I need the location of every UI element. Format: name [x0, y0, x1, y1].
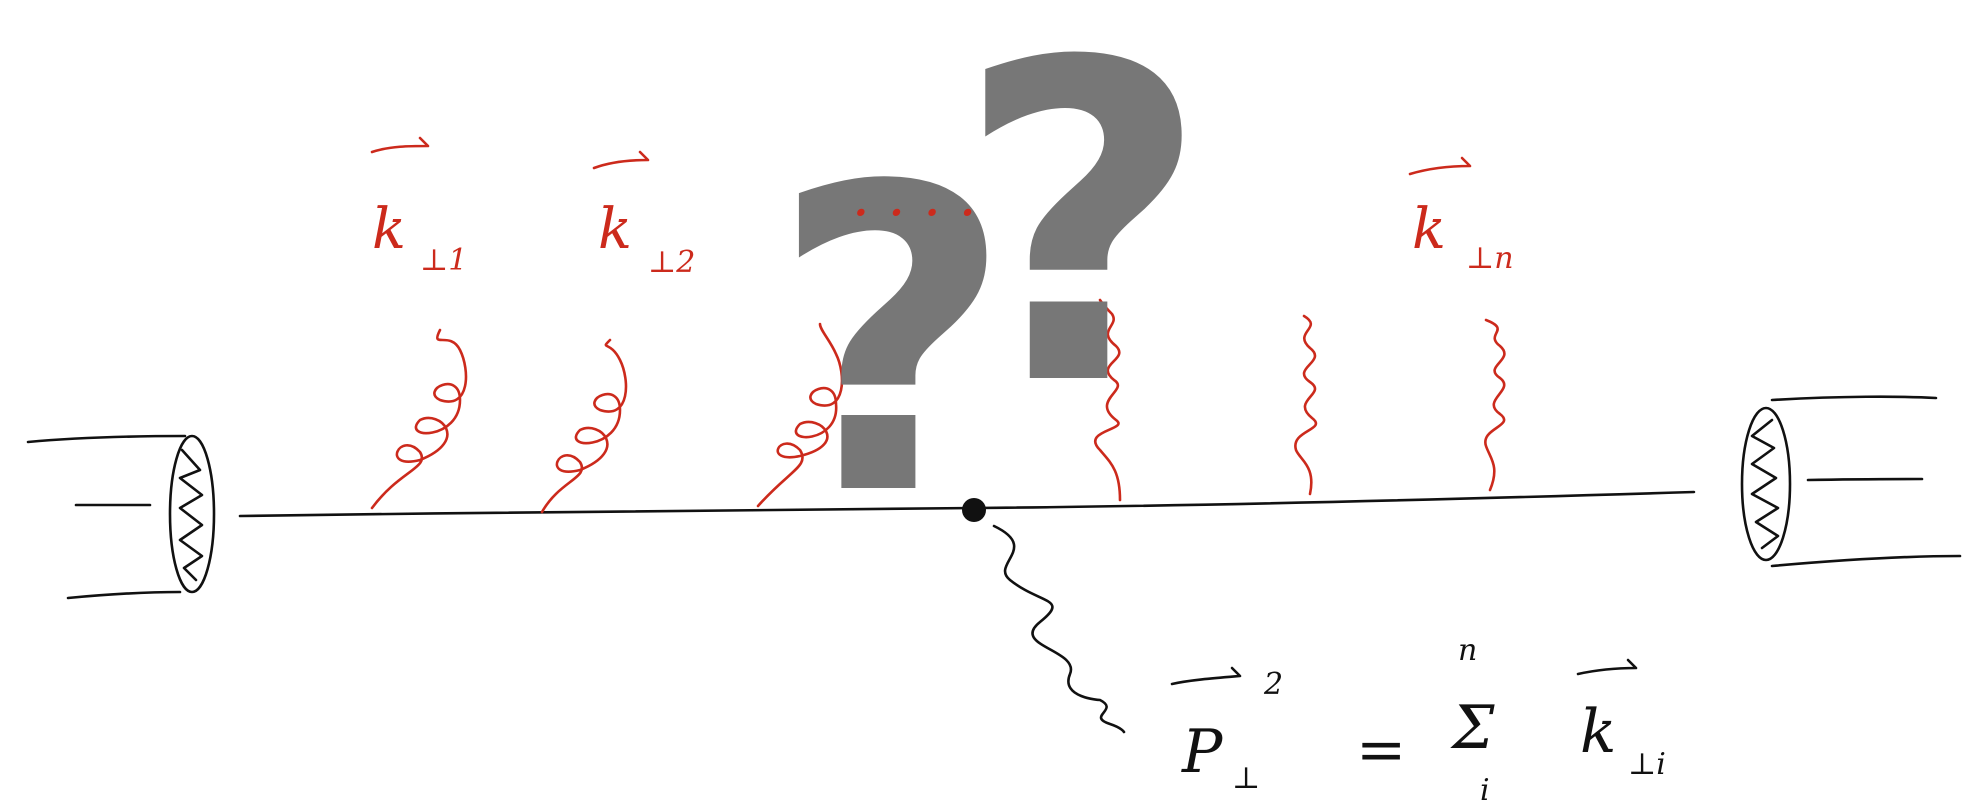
- vector-arrow-k-i: [1576, 658, 1638, 676]
- left-incoming-line-top: [26, 434, 187, 444]
- photon-vertex: [962, 498, 986, 522]
- question-mark-2: ?: [955, 0, 1210, 482]
- gluon-5: [1294, 314, 1318, 496]
- right-hadron-hatching: [1750, 418, 1780, 550]
- gluon-6: [1484, 318, 1506, 492]
- formula-lhs-main: P: [1181, 717, 1224, 787]
- label-k1-main: k: [372, 197, 406, 262]
- formula-equals: =: [1356, 715, 1406, 785]
- left-hadron: [26, 434, 216, 600]
- label-k1-sub: ⊥1: [420, 243, 467, 278]
- question-mark-1: ?: [770, 99, 1014, 588]
- right-outgoing-line-mid: [1806, 477, 1924, 482]
- gluon-3: [756, 322, 844, 508]
- label-k2-sub: ⊥2: [648, 245, 695, 280]
- label-k2-main: k: [598, 197, 632, 262]
- ellipsis-dots: · · · ·: [852, 181, 977, 246]
- gluon-4: [1094, 298, 1122, 502]
- vector-arrow-k1: [370, 136, 430, 154]
- gluon-1: [370, 328, 468, 510]
- label-kn: k ⊥n: [1408, 156, 1514, 276]
- label-kn-main: k: [1412, 197, 1446, 262]
- vector-arrow-P: [1170, 666, 1242, 686]
- label-kn-sub: ⊥n: [1466, 241, 1514, 276]
- label-k1: k ⊥1: [370, 136, 467, 278]
- right-hadron: [1740, 395, 1962, 568]
- vector-arrow-kn: [1408, 156, 1472, 176]
- photon-line: [992, 524, 1126, 734]
- formula-sum-upper: n: [1458, 633, 1477, 668]
- right-hadron-blob: [1740, 406, 1792, 562]
- right-outgoing-line-bottom: [1770, 554, 1962, 568]
- formula-lhs-sup: 2: [1263, 667, 1283, 702]
- left-hadron-blob: [168, 434, 216, 594]
- formula-lhs-sub: ⊥: [1232, 761, 1260, 796]
- gluon-2: [540, 338, 628, 514]
- vector-arrow-k2: [592, 150, 650, 170]
- formula-sum: Σ: [1450, 693, 1495, 763]
- label-k2: k ⊥2: [592, 150, 695, 280]
- gluons: [370, 298, 1506, 514]
- formula-sum-lower: i: [1480, 773, 1490, 807]
- right-outgoing-line-top: [1770, 395, 1938, 402]
- left-incoming-line-bottom: [66, 590, 182, 600]
- formula: P ⊥ 2 = n Σ i k ⊥i: [1170, 633, 1666, 807]
- formula-rhs-main: k: [1580, 697, 1616, 767]
- left-hadron-hatching: [178, 448, 204, 582]
- formula-rhs-sub: ⊥i: [1628, 747, 1666, 782]
